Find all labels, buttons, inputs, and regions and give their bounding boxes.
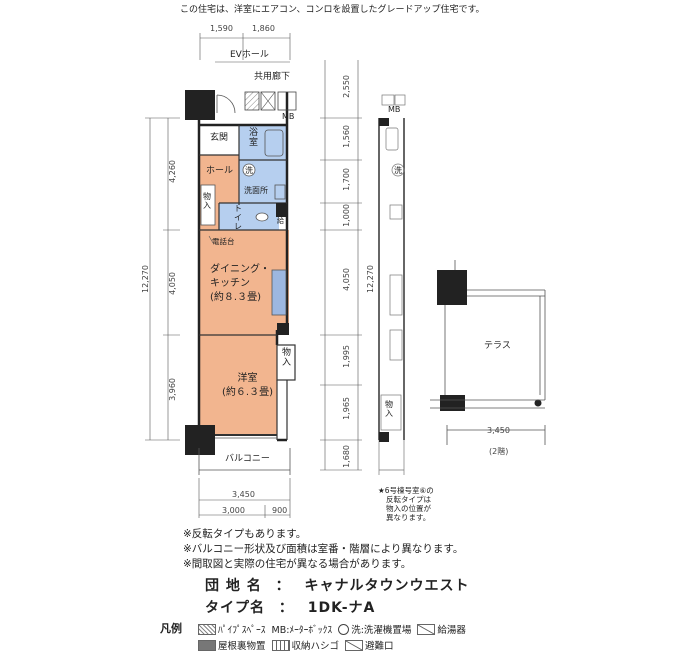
terrace-label: テラス: [484, 341, 511, 351]
escape-hatch-swatch-icon: [345, 639, 364, 651]
washer-mark: 洗: [245, 166, 253, 175]
danchi-row: 団 地 名 ： キャナルタウンウエスト: [205, 575, 470, 595]
monoire-2-label: 物入: [282, 348, 292, 368]
attic-storage-swatch-icon: [198, 639, 216, 651]
danchi-value: キャナルタウンウエスト: [304, 578, 470, 594]
side-note-line: 物入の位置が: [386, 504, 431, 513]
legend-title: 凡例: [160, 622, 182, 635]
ladder-swatch-icon: [271, 639, 290, 651]
genkan-label: 玄関: [210, 133, 229, 143]
senmenjo-label: 洗面所: [244, 186, 268, 195]
mb-label: MB: [282, 112, 295, 121]
legend-label: 給湯器: [437, 625, 466, 636]
side-note-line: 異なります。: [386, 513, 431, 522]
notes: ※反転タイプもあります。 ※バルコニー形状及び面積は室番・階層により異なります。…: [183, 527, 463, 572]
washer-swatch-icon: [338, 623, 350, 635]
legend-label: 収納ハシゴ: [291, 641, 340, 652]
yoshitsu-area: [199, 335, 277, 435]
toilet-label: トイレ: [234, 204, 242, 231]
monoire-1-label: 物入: [203, 192, 211, 210]
bottom-dim-3: 900: [272, 506, 288, 515]
yokushitsu-label: 浴室: [249, 128, 259, 148]
note-line: ※間取図と実際の住宅が異なる場合があります。: [183, 558, 412, 570]
right-total: 12,270: [366, 265, 375, 293]
side-note-line: 反転タイプは: [386, 495, 431, 504]
right-dim-3: 1,700: [342, 168, 351, 191]
yoshitsu-label-line1: 洋室: [237, 373, 258, 384]
pillar: [185, 90, 215, 120]
kyutou-label: 給: [277, 217, 284, 225]
terrace-dim: 3,450: [487, 426, 510, 435]
right-dim-1: 2,550: [342, 75, 351, 98]
right-dim-4: 1,000: [342, 204, 351, 227]
floor-plan: [145, 33, 546, 518]
right-dim-7: 1,965: [342, 397, 351, 420]
bottom-dim-1: 3,450: [232, 490, 255, 499]
legend-row-1: ﾊﾟｲﾌﾟｽﾍﾟｰｽ MB:ﾒｰﾀｰﾎﾞｯｸｽ 洗:洗濯機置場 給湯器: [198, 622, 466, 636]
danchi-label: 団 地 名: [205, 578, 262, 594]
yoshitsu-label-line2: (約６.３畳): [222, 387, 273, 398]
floor2-label: (2階): [489, 447, 509, 456]
right-dim-6: 1,995: [342, 345, 351, 368]
toilet-area: [219, 203, 279, 230]
top-dim-2: 1,860: [252, 24, 275, 33]
pipe-space-swatch-icon: [198, 623, 216, 635]
dining-label-line2: キッチン: [210, 278, 250, 289]
balcony-label: バルコニー: [225, 454, 270, 464]
left-dim-3: 3,960: [168, 378, 177, 401]
side-mb-label: MB: [388, 105, 401, 114]
bottom-dim-2: 3,000: [222, 506, 245, 515]
side-monoire-label: 物入: [385, 400, 393, 418]
yoshitsu-label: 洋室 (約６.３畳): [222, 372, 273, 400]
legend-item: ﾊﾟｲﾌﾟｽﾍﾟｰｽ: [198, 622, 266, 636]
legend-label: 洗:洗濯機置場: [351, 625, 412, 636]
right-dim-8: 1,680: [342, 445, 351, 468]
right-dim-5: 4,050: [342, 268, 351, 291]
denwadai-label: 電話台: [212, 237, 235, 246]
type-row: タイプ名 ： 1DK-ナA: [205, 597, 375, 617]
pipe-space: [244, 91, 260, 111]
note-line: ※反転タイプもあります。: [183, 528, 307, 540]
legend-label: ﾊﾟｲﾌﾟｽﾍﾟｰｽ: [218, 625, 266, 636]
left-dim-2: 4,050: [168, 272, 177, 295]
corridor-label: 共用廊下: [254, 72, 291, 82]
type-value: 1DK-ナA: [307, 600, 376, 616]
dining-label-line1: ダイニング・: [210, 264, 270, 275]
left-total: 12,270: [141, 265, 150, 293]
header-note: この住宅は、洋室にエアコン、コンロを設置したグレードアップ住宅です。: [180, 5, 485, 15]
top-dim-1: 1,590: [210, 24, 233, 33]
terrace-plan: [430, 260, 546, 445]
left-dim-1: 4,260: [168, 160, 177, 183]
separator: ：: [278, 600, 294, 616]
hall-label: ホール: [206, 166, 234, 176]
type-label: タイプ名: [205, 600, 265, 616]
side-note-line: ★6号棟号室⑥の: [378, 486, 434, 495]
dining-label: ダイニング・ キッチン (約８.３畳): [210, 263, 270, 305]
water-heater-swatch-icon: [417, 623, 436, 635]
legend-label: 屋根裏物置: [218, 641, 266, 652]
bath-area: [239, 125, 287, 160]
note-line: ※バルコニー形状及び面積は室番・階層により異なります。: [183, 543, 464, 555]
right-dim-2: 1,560: [342, 125, 351, 148]
legend-item: 給湯器: [417, 622, 466, 636]
separator: ：: [275, 578, 291, 594]
side-washer-mark: 洗: [394, 166, 402, 175]
legend-item: MB:ﾒｰﾀｰﾎﾞｯｸｽ: [272, 622, 333, 636]
ev-hall-label: EVホール: [230, 50, 269, 60]
legend-label: MB:ﾒｰﾀｰﾎﾞｯｸｽ: [271, 625, 333, 636]
top-dimension-lines: [199, 33, 291, 60]
legend-item: 洗:洗濯機置場: [338, 622, 411, 636]
side-note: ★6号棟号室⑥の 反転タイプは 物入の位置が 異なります。: [378, 486, 434, 522]
dining-label-line3: (約８.３畳): [210, 292, 261, 303]
legend-label: 避難口: [365, 641, 394, 652]
